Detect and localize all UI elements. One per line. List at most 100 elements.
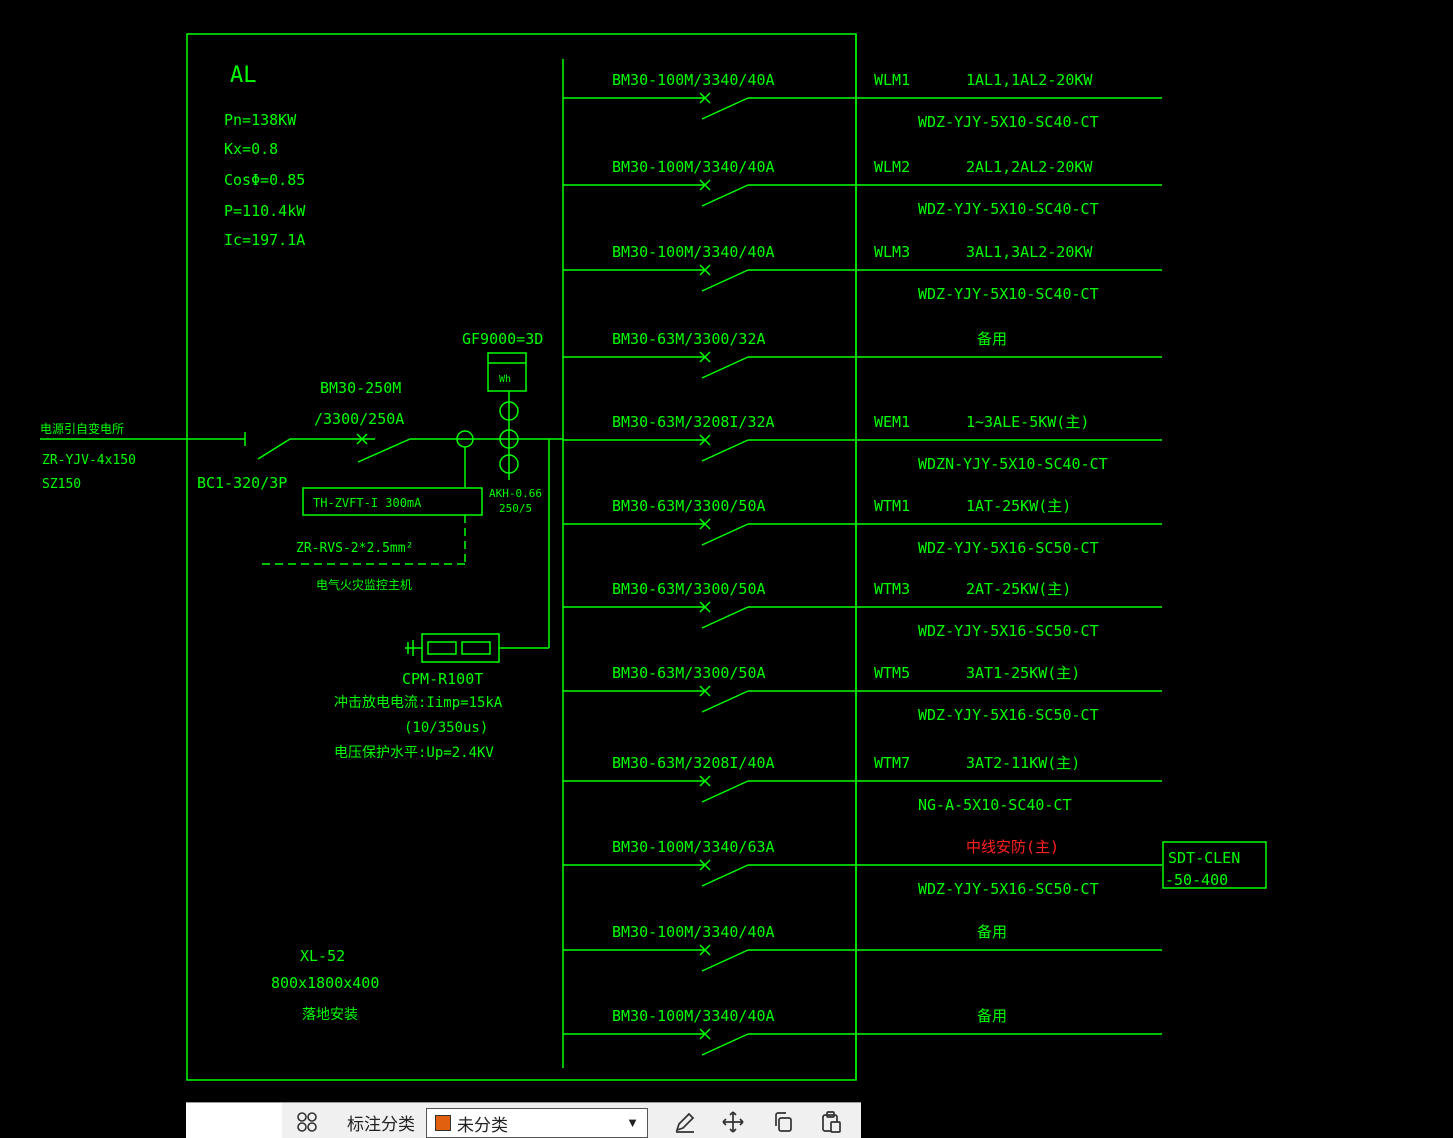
cabinet-model: XL-52 xyxy=(300,947,345,965)
circuit-row: BM30-63M/3300/32A 备用 xyxy=(563,330,1162,379)
outgoing-circuits: BM30-100M/3340/40A WLM1 1AL1,1AL2-20KW WDZ-… xyxy=(563,71,1267,1056)
incoming-cable: ZR-YJV-4x150 xyxy=(42,453,136,468)
circuit-cable: WDZ-YJY-5X16-SC50-CT xyxy=(918,539,1099,557)
rcd-box xyxy=(302,487,483,516)
signal-cable-label: ZR-RVS-2*2.5mm² xyxy=(296,541,413,556)
category-color-swatch xyxy=(435,1115,451,1131)
circuit-row: BM30-63M/3300/50A WTM1 1AT-25KW(主) WDZ-YJY-… xyxy=(563,497,1162,557)
circuit-breaker-label: BM30-100M/3340/40A xyxy=(612,1007,775,1025)
circuit-code: WLM2 xyxy=(874,158,910,176)
paste-icon[interactable] xyxy=(814,1107,848,1137)
circuit-code: WTM3 xyxy=(874,580,910,598)
circuit-row: BM30-100M/3340/40A 备用 xyxy=(563,923,1162,972)
energy-meter xyxy=(487,352,527,392)
circuit-code: WLM3 xyxy=(874,243,910,261)
meter-label: GF9000=3D xyxy=(462,330,543,348)
circuit-breaker-label: BM30-63M/3208I/32A xyxy=(612,413,775,431)
circuit-load: 备用 xyxy=(977,330,1007,348)
circuit-breaker-label: BM30-63M/3300/50A xyxy=(612,497,766,515)
circuit-load: 3AL1,3AL2-20KW xyxy=(966,243,1093,261)
circuit-row: BM30-63M/3300/50A WTM5 3AT1-25KW(主) WDZ-YJY… xyxy=(563,664,1162,724)
incoming-source-label: 电源引自变电所 xyxy=(40,421,124,436)
circuit-load: 3AT1-25KW(主) xyxy=(966,664,1080,682)
spd-box xyxy=(421,633,500,663)
circuit-load: 1AT-25KW(主) xyxy=(966,497,1071,515)
circuit-load: 1AL1,1AL2-20KW xyxy=(966,71,1093,89)
circuit-code: WTM5 xyxy=(874,664,910,682)
chevron-down-icon: ▼ xyxy=(626,1115,639,1130)
main-breaker-label-1: BM30-250M xyxy=(320,379,401,397)
circuit-tag-line-1: SDT-CLEN xyxy=(1168,849,1240,867)
circuit-breaker-label: BM30-63M/3300/50A xyxy=(612,664,766,682)
circuit-load: 备用 xyxy=(977,1007,1007,1025)
circuit-row: BM30-63M/3300/50A WTM3 2AT-25KW(主) WDZ-YJY-… xyxy=(563,580,1162,640)
param-cos: CosΦ=0.85 xyxy=(224,171,305,189)
circuit-breaker-label: BM30-100M/3340/63A xyxy=(612,838,775,856)
circuit-breaker-label: BM30-100M/3340/40A xyxy=(612,243,775,261)
cabinet-size: 800x1800x400 xyxy=(271,974,379,992)
circuit-breaker-label: BM30-100M/3340/40A xyxy=(612,923,775,941)
isolator-contact xyxy=(257,438,291,460)
circuit-row: BM30-100M/3340/40A WLM3 3AL1,3AL2-20KW WDZ-… xyxy=(563,243,1162,303)
annotation-toolbar: 标注分类 未分类 ▼ xyxy=(186,1102,861,1138)
circuit-cable: WDZ-YJY-5X16-SC50-CT xyxy=(918,622,1099,640)
circuit-breaker-label: BM30-63M/3208I/40A xyxy=(612,754,775,772)
circuit-load: 备用 xyxy=(977,923,1007,941)
circuit-breaker-label: BM30-63M/3300/50A xyxy=(612,580,766,598)
circuit-row: BM30-100M/3340/40A WLM2 2AL1,2AL2-20KW WDZ-… xyxy=(563,158,1162,218)
circuit-tag-box xyxy=(1162,841,1267,889)
grid-icon[interactable] xyxy=(290,1107,324,1137)
param-pn: Pn=138KW xyxy=(224,111,297,129)
circuit-load: 2AL1,2AL2-20KW xyxy=(966,158,1093,176)
circuit-breaker-label: BM30-63M/3300/32A xyxy=(612,330,766,348)
circuit-code: WEM1 xyxy=(874,413,910,431)
circuit-row: BM30-63M/3208I/32A WEM1 1~3ALE-5KW(主) WDZN-… xyxy=(563,413,1162,473)
move-icon[interactable] xyxy=(716,1107,750,1137)
main-breaker-contact xyxy=(357,438,411,463)
circuit-cable: WDZ-YJY-5X10-SC40-CT xyxy=(918,285,1099,303)
circuit-code: WTM7 xyxy=(874,754,910,772)
circuit-row: BM30-100M/3340/40A 备用 xyxy=(563,1007,1162,1056)
circuit-load: 3AT2-11KW(主) xyxy=(966,754,1080,772)
spd-model: CPM-R100T xyxy=(402,670,483,688)
spd-iimp: 冲击放电电流:Iimp=15kA xyxy=(334,695,503,711)
main-breaker-label-2: /3300/250A xyxy=(314,410,404,428)
category-dropdown[interactable]: 未分类 ▼ xyxy=(426,1108,648,1138)
circuit-cable: NG-A-5X10-SC40-CT xyxy=(918,796,1072,814)
circuit-cable: WDZ-YJY-5X10-SC40-CT xyxy=(918,113,1099,131)
spd-up: 电压保护水平:Up=2.4KV xyxy=(334,745,494,761)
param-ic: Ic=197.1A xyxy=(224,231,305,249)
circuit-cable: WDZ-YJY-5X10-SC40-CT xyxy=(918,200,1099,218)
param-kx: Kx=0.8 xyxy=(224,140,278,158)
circuit-cable: WDZ-YJY-5X16-SC50-CT xyxy=(918,706,1099,724)
circuit-breaker-label: BM30-100M/3340/40A xyxy=(612,158,775,176)
incoming-conduit: SZ150 xyxy=(42,477,81,492)
param-p: P=110.4kW xyxy=(224,202,306,220)
circuit-cable: WDZN-YJY-5X10-SC40-CT xyxy=(918,455,1108,473)
monitor-label: 电气火灾监控主机 xyxy=(316,577,412,592)
circuit-row: BM30-63M/3208I/40A WTM7 3AT2-11KW(主) NG-A-5… xyxy=(563,754,1162,814)
panel-params: Pn=138KW Kx=0.8 CosΦ=0.85 P=110.4kW Ic=1… xyxy=(224,111,306,249)
copy-icon[interactable] xyxy=(766,1107,800,1137)
meter-symbol: Wh xyxy=(499,374,511,385)
ct-label-1: AKH-0.66 xyxy=(489,487,542,500)
circuit-load: 2AT-25KW(主) xyxy=(966,580,1071,598)
isolator-label: BC1-320/3P xyxy=(197,474,287,492)
spd-waveform: (10/350us) xyxy=(404,720,488,736)
circuit-load: 1~3ALE-5KW(主) xyxy=(966,413,1089,431)
circuit-code: WLM1 xyxy=(874,71,910,89)
circuit-load: 中线安防(主) xyxy=(966,838,1059,856)
panel-name: AL xyxy=(230,63,257,88)
ct-label-2: 250/5 xyxy=(499,502,532,515)
category-label: 标注分类 xyxy=(347,1114,415,1134)
toolbar-blank-area xyxy=(186,1103,282,1138)
circuit-tag-line-2: -50-400 xyxy=(1165,871,1228,889)
edit-icon[interactable] xyxy=(668,1107,702,1137)
circuit-code: WTM1 xyxy=(874,497,910,515)
category-dropdown-value: 未分类 xyxy=(457,1115,508,1135)
rcd-label: TH-ZVFT-I 300mA xyxy=(313,496,422,510)
cabinet-install: 落地安装 xyxy=(302,1007,358,1023)
